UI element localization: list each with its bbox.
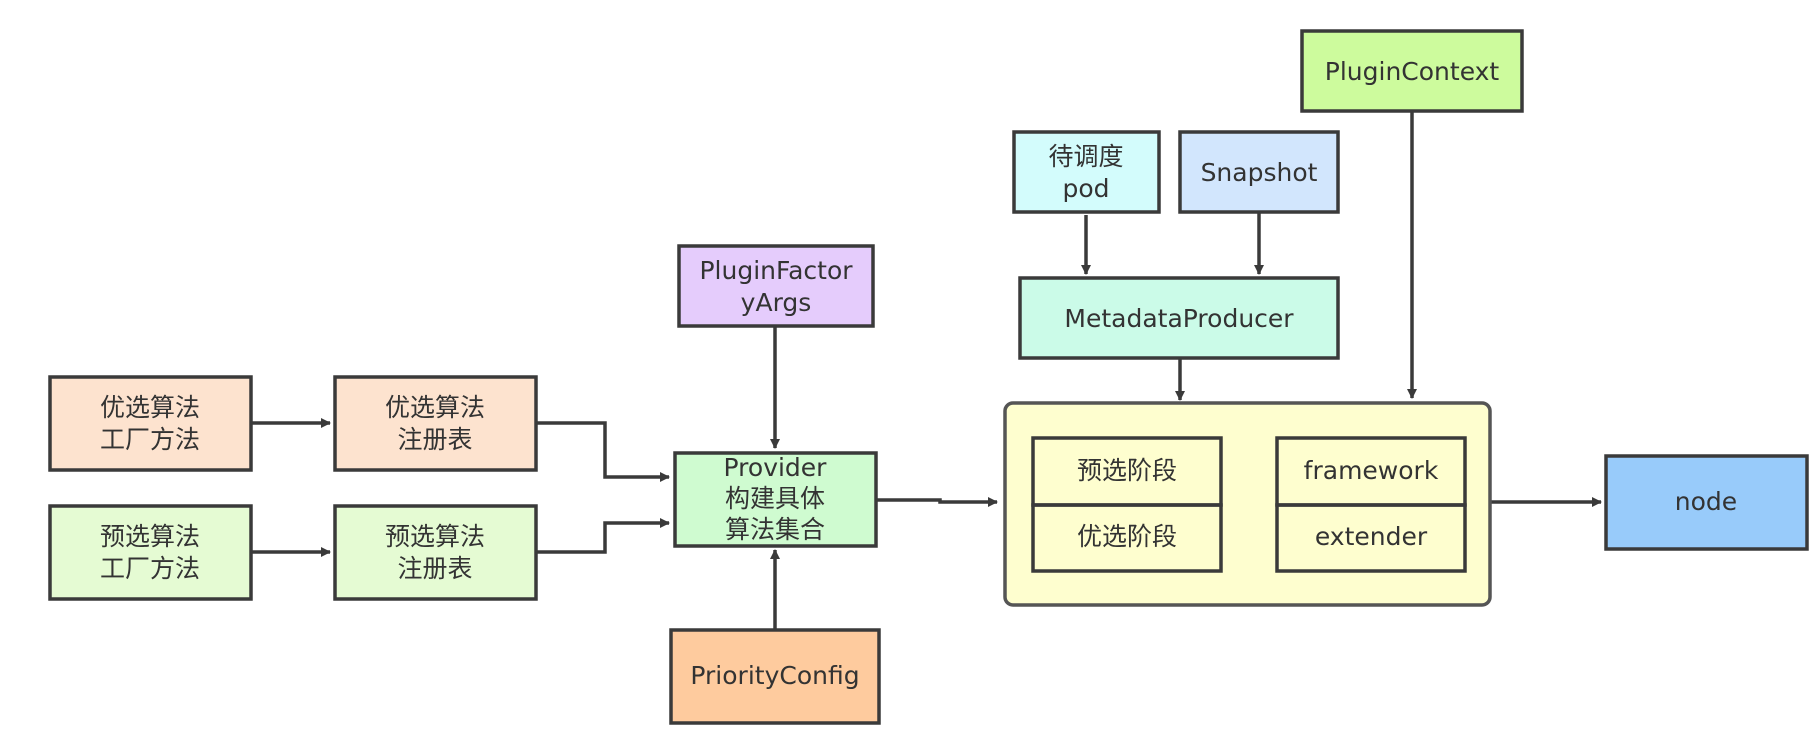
edge-predicate-registry-to-provider: [536, 518, 670, 554]
pending-pod-node: 待调度 pod: [1012, 130, 1161, 214]
priority-config-label: PriorityConfig: [690, 661, 859, 690]
priority-registry-line2: 注册表: [397, 425, 472, 454]
pending-pod-line1: 待调度: [1048, 142, 1123, 171]
priority-factory-node: 优选算法 工厂方法: [48, 375, 253, 472]
priority-stage-label: 优选阶段: [1077, 522, 1177, 551]
plugin-factory-args-box: [677, 244, 875, 328]
plugin-context-box: [1300, 29, 1524, 113]
edge-provider-to-container: [876, 497, 998, 507]
priority-factory-line2: 工厂方法: [100, 425, 200, 454]
provider-box: [673, 451, 878, 548]
pending-pod-line2: pod: [1062, 174, 1109, 203]
priority-stage-box: [1031, 503, 1223, 573]
edge-priority-registry-to-provider: [536, 421, 670, 482]
plugin-context-label: PluginContext: [1325, 57, 1500, 86]
predicate-factory-box: [48, 504, 253, 601]
provider-line2: 构建具体: [725, 484, 825, 513]
priority-registry-node: 优选算法 注册表: [333, 375, 538, 472]
plugin-context-node: PluginContext: [1300, 29, 1524, 113]
priority-registry-box: [333, 375, 538, 472]
plugin-factory-args-line2: yArgs: [741, 288, 812, 317]
priority-factory-line1: 优选算法: [100, 393, 200, 422]
predicate-registry-node: 预选算法 注册表: [333, 504, 538, 601]
framework-label: framework: [1304, 456, 1439, 485]
extender-label: extender: [1315, 522, 1428, 551]
provider-node: Provider 构建具体 算法集合: [673, 451, 878, 548]
provider-line3: 算法集合: [725, 515, 825, 544]
snapshot-label: Snapshot: [1201, 158, 1318, 187]
metadata-producer-node: MetadataProducer: [1018, 276, 1340, 360]
plugin-factory-args-line1: PluginFactor: [699, 256, 853, 285]
priority-config-box: [669, 628, 881, 725]
provider-line1: Provider: [724, 453, 828, 482]
output-node-label: node: [1675, 487, 1737, 516]
metadata-producer-label: MetadataProducer: [1064, 304, 1294, 333]
extender-box: [1275, 503, 1467, 573]
plugin-factory-args-node: PluginFactor yArgs: [677, 244, 875, 328]
scheduler-container: 预选阶段 优选阶段 framework extender: [1003, 401, 1492, 607]
predicate-registry-box: [333, 504, 538, 601]
scheduler-container-box: [1003, 401, 1492, 607]
output-node: node: [1604, 454, 1809, 551]
metadata-producer-box: [1018, 276, 1340, 360]
predicate-stage-label: 预选阶段: [1077, 456, 1177, 485]
predicate-registry-line1: 预选算法: [385, 522, 485, 551]
predicate-factory-node: 预选算法 工厂方法: [48, 504, 253, 601]
snapshot-node: Snapshot: [1178, 130, 1340, 214]
snapshot-box: [1178, 130, 1340, 214]
priority-registry-line1: 优选算法: [385, 393, 485, 422]
predicate-registry-line2: 注册表: [397, 554, 472, 583]
predicate-factory-line2: 工厂方法: [100, 554, 200, 583]
predicate-factory-line1: 预选算法: [100, 522, 200, 551]
priority-factory-box: [48, 375, 253, 472]
pending-pod-box: [1012, 130, 1161, 214]
priority-config-node: PriorityConfig: [669, 628, 881, 725]
edges: [251, 111, 1602, 630]
output-node-box: [1604, 454, 1809, 551]
